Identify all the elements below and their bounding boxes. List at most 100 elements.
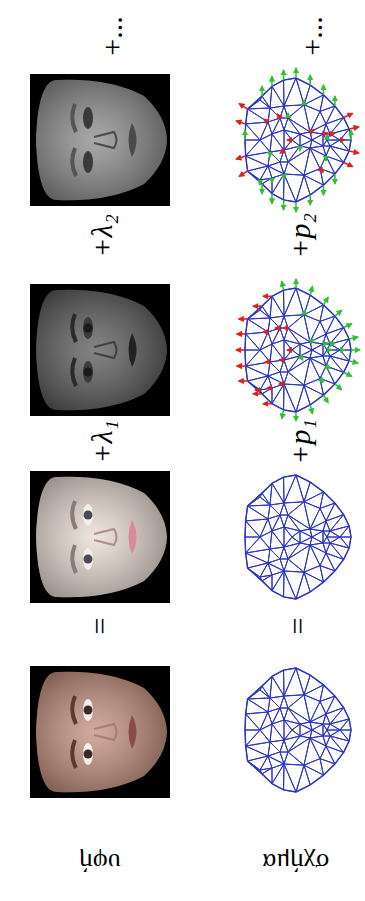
displacement-arrow — [239, 318, 248, 320]
mesh-edge — [288, 105, 304, 118]
mesh-edge — [270, 134, 272, 152]
mesh-edge — [283, 571, 284, 597]
mesh-edge — [323, 350, 327, 356]
mesh-edge — [300, 134, 312, 140]
mesh-edge — [300, 537, 312, 543]
mesh-edge — [248, 699, 268, 712]
mesh-edge — [327, 140, 340, 141]
mesh-edge — [280, 740, 284, 752]
shape-mesh — [236, 68, 359, 212]
mesh-edge — [330, 730, 340, 736]
mesh-edge — [270, 531, 272, 549]
mesh-edge — [268, 332, 272, 344]
mesh-edge — [246, 519, 268, 521]
displacement-arrow — [334, 174, 336, 184]
mesh-edge — [323, 134, 324, 146]
mesh-edge — [284, 695, 304, 696]
mesh-edge — [284, 740, 288, 752]
mesh-edge — [304, 315, 320, 322]
mesh-edge — [284, 571, 304, 572]
mesh-edge — [327, 531, 330, 537]
mesh-edge — [245, 140, 260, 141]
mesh-edge — [245, 730, 260, 731]
displacement-arrow — [271, 178, 273, 183]
mesh-edge — [340, 339, 349, 350]
mesh-edge — [300, 730, 312, 736]
mesh-edge — [248, 506, 268, 519]
mesh-edge — [310, 722, 312, 730]
mesh-edge — [310, 356, 323, 358]
mesh-edge — [310, 508, 320, 529]
displacement-arrow — [259, 180, 261, 185]
mesh-edge — [270, 360, 284, 362]
mesh-edge — [280, 559, 288, 560]
mesh-edge — [292, 350, 300, 356]
equation-term: = — [283, 618, 313, 635]
mesh-edge — [300, 722, 310, 724]
mesh-outline — [245, 668, 351, 792]
mesh-edge — [246, 746, 268, 756]
mesh-edge — [270, 549, 280, 559]
mesh-edge — [327, 134, 330, 140]
face-shading — [36, 477, 167, 597]
eye — [83, 107, 93, 129]
eyebrow — [72, 501, 76, 529]
mesh-edge — [327, 344, 330, 350]
mesh-edge — [310, 722, 323, 724]
mesh-edge — [310, 132, 312, 140]
mesh-edge — [288, 515, 310, 529]
mesh-edge — [304, 358, 310, 385]
mesh-edge — [300, 730, 312, 736]
mesh-edge — [323, 543, 330, 544]
mesh-edge — [284, 118, 288, 130]
mesh-edge — [272, 296, 284, 316]
mesh-edge — [340, 350, 349, 361]
mesh-edge — [288, 559, 304, 572]
displacement-arrow — [263, 403, 272, 405]
mesh-edge — [310, 738, 320, 759]
displacement-arrow — [299, 146, 301, 151]
mesh-edge — [268, 362, 270, 376]
mesh-edge — [340, 537, 349, 548]
mesh-edge — [323, 134, 330, 135]
mesh-edge — [300, 531, 301, 543]
mesh-edge — [330, 146, 349, 151]
mesh-edge — [288, 118, 300, 134]
mesh-edge — [270, 549, 280, 559]
mesh-edge — [323, 146, 326, 156]
mesh-edge — [272, 764, 284, 784]
mesh-edge — [272, 388, 273, 404]
mesh-edge — [310, 537, 312, 545]
mesh-edge — [270, 134, 272, 152]
mesh-edge — [268, 698, 270, 712]
mesh-edge — [245, 140, 260, 141]
mesh-edge — [330, 724, 340, 730]
mesh-edge — [310, 111, 320, 132]
eyebrow — [72, 148, 76, 176]
mesh-edge — [283, 764, 284, 790]
mesh-edge — [246, 122, 268, 124]
mesh-edge — [260, 537, 270, 549]
equation-term: +... — [297, 16, 327, 55]
mesh-edge — [284, 475, 296, 503]
mesh-edge — [283, 477, 284, 503]
mesh-edge — [248, 698, 270, 699]
displacement-arrow — [324, 395, 329, 403]
mesh-edge — [246, 714, 260, 730]
mesh-edge — [323, 134, 324, 146]
mesh-edge — [260, 497, 270, 505]
mesh-edge — [280, 696, 284, 708]
mesh-edge — [323, 344, 324, 356]
mesh-edge — [246, 350, 260, 366]
mesh-edge — [300, 736, 310, 738]
mesh-edge — [288, 328, 310, 342]
mesh-edge — [272, 174, 284, 194]
mesh-edge — [272, 483, 284, 503]
mesh-edge — [323, 736, 326, 746]
mesh-edge — [284, 105, 304, 106]
mesh-edge — [270, 318, 280, 328]
mesh-edge — [270, 483, 272, 505]
mesh-edge — [312, 531, 323, 537]
mesh-edge — [323, 537, 327, 543]
mesh-edge — [326, 156, 335, 174]
